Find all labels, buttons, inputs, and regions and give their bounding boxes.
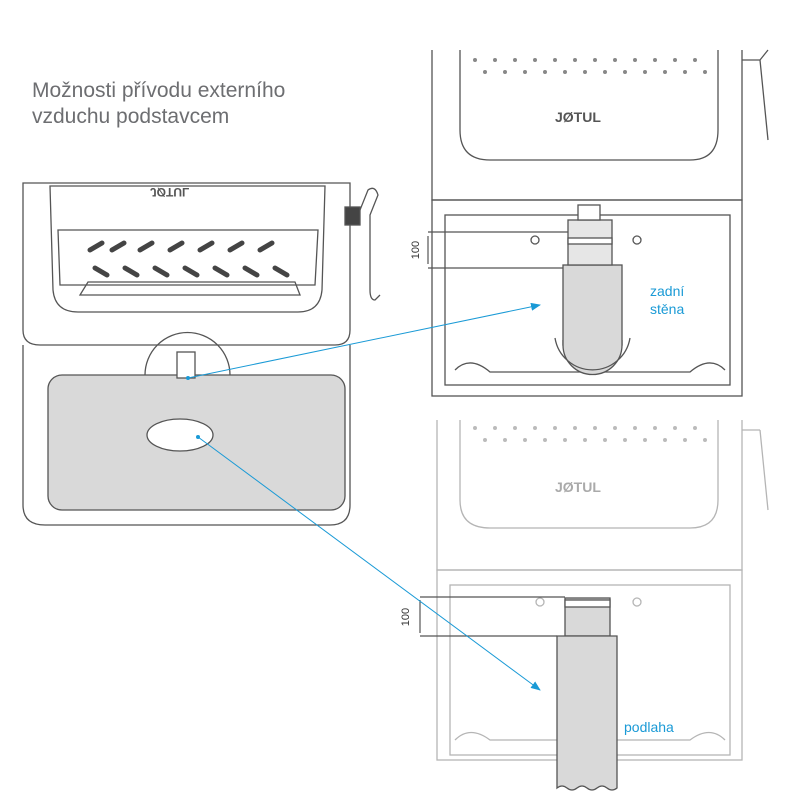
brand-logo-mirrored: JØTUL xyxy=(150,185,189,199)
rear-view-stove: JØTUL xyxy=(427,49,769,397)
floor-pipe xyxy=(419,596,618,791)
brand-logo: JØTUL xyxy=(555,109,601,125)
rear-outlet-arrow xyxy=(187,302,541,379)
floor-outlet-arrow xyxy=(197,436,541,691)
rear-wall-label-line-1: zadní xyxy=(650,283,684,299)
brand-logo-faded: JØTUL xyxy=(555,479,601,495)
grate-chevrons xyxy=(87,240,290,278)
floor-dimension-label: 100 xyxy=(400,608,412,626)
floor-label: podlaha xyxy=(624,719,674,735)
rear-outlet-marker xyxy=(186,376,190,380)
rear-wall-label-line-2: stěna xyxy=(650,301,684,317)
front-view-stove: JØTUL xyxy=(22,182,381,526)
title-line-2: vzduchu podstavcem xyxy=(32,105,230,128)
title-line-1: Možnosti přívodu externího xyxy=(32,79,286,102)
rear-dimension-label: 100 xyxy=(410,241,422,259)
floor-outlet-marker xyxy=(196,435,200,439)
diagram-title: Možnosti přívodu externího vzduchu podsta… xyxy=(32,78,285,130)
